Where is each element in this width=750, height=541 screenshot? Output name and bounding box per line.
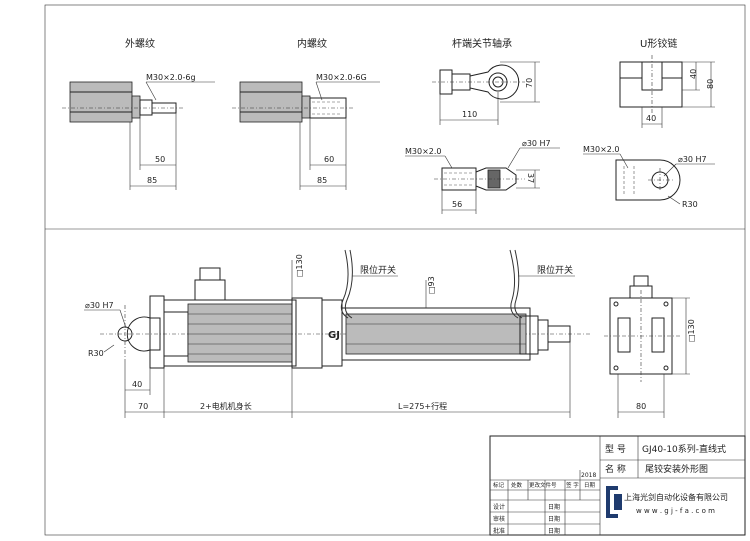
year-label: 2018	[581, 472, 596, 479]
rev-header-date: 日期	[584, 482, 596, 489]
company-logo	[606, 486, 622, 518]
thread-label: M30×2.0	[583, 145, 620, 154]
motor-fins	[187, 303, 293, 363]
row-review-date: 日期	[548, 515, 560, 523]
thread-label: M30×2.0	[405, 147, 442, 156]
bore-label: ⌀30 H7	[85, 301, 114, 310]
dim-40-horizontal: 40	[646, 114, 656, 123]
dim-80: 80	[706, 79, 715, 89]
dim-37: 37	[526, 173, 535, 183]
terminal-box	[194, 279, 226, 301]
model-value: GJ40-10系列-直线式	[642, 443, 726, 455]
dim-110: 110	[462, 110, 477, 119]
dim-85: 85	[147, 176, 157, 185]
clevis-side	[615, 159, 681, 201]
view-title-internal-thread: 内螺纹	[297, 37, 327, 50]
company-name: 上海光剑自动化设备有限公司	[624, 492, 728, 502]
rod-body	[69, 81, 133, 123]
row-design-date: 日期	[548, 503, 560, 511]
collar	[301, 95, 311, 119]
side-view: □130 80	[604, 275, 696, 418]
radius-label: R30	[88, 349, 104, 358]
main-view: GJ 限位开关 限位开关 ⌀30 H7 R30 □130 □93 40	[84, 249, 590, 418]
dim-50: 50	[155, 155, 165, 164]
row-approve-date: 日期	[548, 527, 560, 535]
row-review-label: 审核	[493, 515, 505, 523]
dim-60: 60	[324, 155, 334, 164]
dim-motor-length: 2+电机机身长	[200, 401, 252, 411]
sq93-label: □93	[427, 276, 436, 294]
thread-label: M30×2.0-6g	[146, 73, 196, 82]
drawing-frame	[44, 4, 746, 536]
rod-end	[547, 325, 571, 343]
sq130-label: □130	[295, 254, 304, 277]
row-design-label: 设计	[493, 503, 505, 511]
radius-label: R30	[682, 200, 698, 209]
name-label: 名 称	[605, 463, 626, 475]
sq130-label: □130	[687, 319, 696, 342]
rod-end-eye	[469, 64, 520, 100]
dim-56: 56	[452, 200, 462, 209]
limit-switch-label-1: 限位开关	[360, 264, 396, 276]
logo-mark: GJ	[328, 330, 340, 341]
view-u-clevis: U形铰链 40 80 40 M30×2.0 ⌀30 H7 R30	[583, 37, 715, 209]
view-title-rod-end-bearing: 杆端关节轴承	[452, 37, 512, 50]
actuator-tube	[341, 307, 531, 361]
thread-label: M30×2.0-6G	[316, 73, 367, 82]
view-internal-thread: 内螺纹 M30×2.0-6G 60 85	[232, 37, 380, 190]
rev-header-mark: 标记	[493, 481, 505, 489]
nut	[131, 95, 141, 119]
model-label: 型 号	[605, 444, 626, 455]
title-block: 2018 型 号 GJ40-10系列-直线式 名 称 尾铰安装外形图 标记 处数…	[489, 435, 746, 536]
rev-header-doc: 更改文件号	[529, 481, 557, 489]
dim-85: 85	[317, 176, 327, 185]
bore-label: ⌀30 H7	[678, 155, 707, 164]
bore-label: ⌀30 H7	[522, 139, 551, 148]
company-website: w w w . g j - f a . c o m	[636, 507, 715, 515]
rev-header-sign: 签 字	[566, 481, 579, 489]
view-title-external-thread: 外螺纹	[125, 37, 155, 50]
dim-70: 70	[525, 78, 534, 88]
dim-80: 80	[636, 402, 646, 411]
rod-body	[239, 81, 303, 123]
row-approve-label: 批准	[493, 527, 505, 535]
dim-40-vertical: 40	[689, 69, 698, 79]
rear-mount-block	[149, 295, 165, 369]
limit-switch-label-2: 限位开关	[537, 264, 573, 276]
view-external-thread: 外螺纹 M30×2.0-6g 50 85	[62, 37, 215, 190]
rev-header-count: 处数	[511, 481, 523, 489]
name-value: 尾铰安装外形图	[645, 463, 708, 475]
clevis-front	[619, 61, 683, 108]
view-title-u-clevis: U形铰链	[640, 37, 677, 50]
dim-stroke-length: L=275+行程	[398, 401, 447, 411]
dim-40: 40	[132, 380, 142, 389]
view-rod-end-bearing: 杆端关节轴承 70 110 M30×2.0 ⌀30 H7 37 56	[405, 37, 560, 214]
dim-70: 70	[138, 402, 148, 411]
